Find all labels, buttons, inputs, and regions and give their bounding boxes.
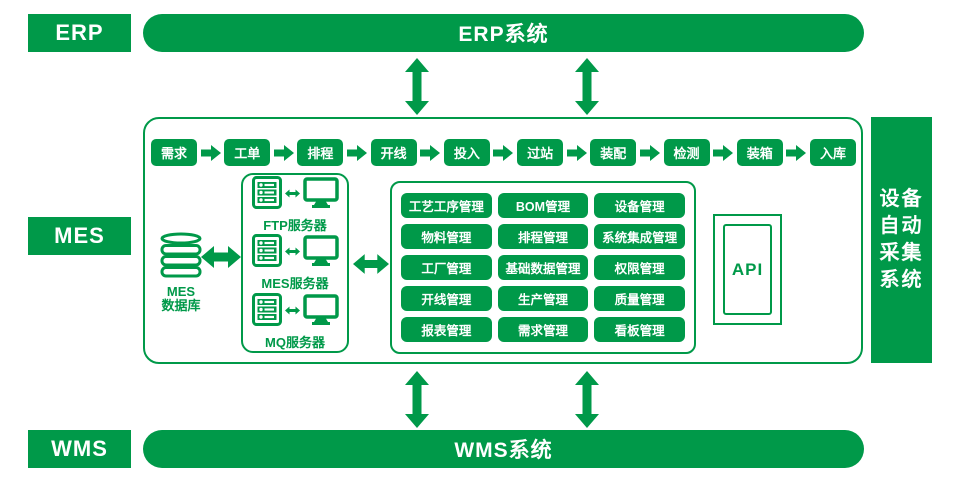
module-chip: 设备管理 <box>594 193 685 218</box>
right-arrow-icon <box>273 144 294 161</box>
right-arrow-icon <box>200 144 221 161</box>
module-chip: 权限管理 <box>594 255 685 280</box>
process-step: 装配 <box>590 139 637 166</box>
process-step: 入库 <box>809 139 856 166</box>
erp-system-bar: ERP系统 <box>143 14 864 52</box>
database-icon <box>159 232 203 282</box>
mes-database-label-line2: 数据库 <box>161 298 201 313</box>
left-right-arrow-icon <box>284 244 300 262</box>
process-step: 投入 <box>443 139 490 166</box>
module-chip: 质量管理 <box>594 286 685 311</box>
module-chip: 基础数据管理 <box>497 255 589 280</box>
mes-database-label-line1: MES <box>166 284 196 299</box>
process-step: 需求 <box>151 139 197 166</box>
left-right-arrow-icon <box>284 303 300 321</box>
wms-system-bar: WMS系统 <box>143 430 864 468</box>
right-arrow-icon <box>566 144 587 161</box>
right-arrow-icon <box>639 144 660 161</box>
module-chip: 报表管理 <box>401 317 492 342</box>
server-rack-icon <box>251 175 282 214</box>
right-arrow-icon <box>493 144 514 161</box>
production-process-flow: 需求 工单 排程 开线 投入 过站 装配 检测 装箱 入库 <box>151 139 856 166</box>
erp-system-bar-text: ERP系统 <box>458 23 549 46</box>
server-rack-icon <box>251 292 282 331</box>
wms-system-bar-text: WMS系统 <box>454 439 553 462</box>
mes-database: MES 数据库 <box>149 232 213 313</box>
up-down-arrow-icon <box>405 58 429 120</box>
monitor-icon <box>302 176 339 213</box>
up-down-arrow-icon <box>575 58 599 120</box>
mes-servers-box: FTP服务器 <box>241 173 349 353</box>
server-rack-icon <box>251 234 282 272</box>
module-chip: 工艺工序管理 <box>401 193 492 218</box>
right-arrow-icon <box>420 144 441 161</box>
server-group: FTP服务器 <box>251 175 339 234</box>
monitor-icon <box>302 235 339 271</box>
module-chip: 排程管理 <box>497 224 589 249</box>
left-right-arrow-icon <box>353 253 389 280</box>
monitor-icon <box>302 293 339 330</box>
device-bar-line: 设备 <box>879 188 924 210</box>
up-down-arrow-icon <box>405 371 429 433</box>
module-chip: 看板管理 <box>594 317 685 342</box>
mes-layer-label-text: MES <box>54 223 105 248</box>
server-label: MQ服务器 <box>265 334 325 350</box>
erp-layer-label: ERP <box>28 14 131 52</box>
erp-layer-label-text: ERP <box>55 20 104 45</box>
process-step: 排程 <box>297 139 344 166</box>
left-right-arrow-icon <box>201 246 241 273</box>
process-step: 过站 <box>517 139 564 166</box>
device-bar-line: 系统 <box>879 269 924 291</box>
api-box: API <box>713 214 782 325</box>
mes-database-label: MES 数据库 <box>149 285 213 313</box>
module-chip: BOM管理 <box>497 193 589 218</box>
process-step: 工单 <box>224 139 271 166</box>
left-right-arrow-icon <box>284 186 300 204</box>
mes-modules-grid: 工艺工序管理 BOM管理 设备管理 物料管理 排程管理 系统集成管理 工厂管理 … <box>390 181 696 354</box>
api-label: API <box>723 224 772 315</box>
process-step: 装箱 <box>736 139 783 166</box>
device-bar-line: 采集 <box>879 242 924 264</box>
mes-layer-label: MES <box>28 217 131 255</box>
right-arrow-icon <box>786 144 807 161</box>
module-chip: 工厂管理 <box>401 255 492 280</box>
up-down-arrow-icon <box>575 371 599 433</box>
right-arrow-icon <box>347 144 368 161</box>
process-step: 开线 <box>370 139 417 166</box>
module-chip: 开线管理 <box>401 286 492 311</box>
wms-layer-label: WMS <box>28 430 131 468</box>
module-chip: 生产管理 <box>497 286 589 311</box>
process-step: 检测 <box>663 139 710 166</box>
module-chip: 物料管理 <box>401 224 492 249</box>
server-group: MES服务器 <box>251 234 339 292</box>
wms-layer-label-text: WMS <box>51 436 108 461</box>
device-auto-collection-bar: 设备 自动 采集 系统 <box>871 117 932 363</box>
server-label: MES服务器 <box>261 276 329 291</box>
module-chip: 系统集成管理 <box>594 224 685 249</box>
server-group: MQ服务器 <box>251 292 339 351</box>
module-chip: 需求管理 <box>497 317 589 342</box>
right-arrow-icon <box>713 144 734 161</box>
device-bar-line: 自动 <box>879 215 924 237</box>
server-label: FTP服务器 <box>263 217 327 233</box>
mes-system-container: 需求 工单 排程 开线 投入 过站 装配 检测 装箱 入库 <box>143 117 863 364</box>
